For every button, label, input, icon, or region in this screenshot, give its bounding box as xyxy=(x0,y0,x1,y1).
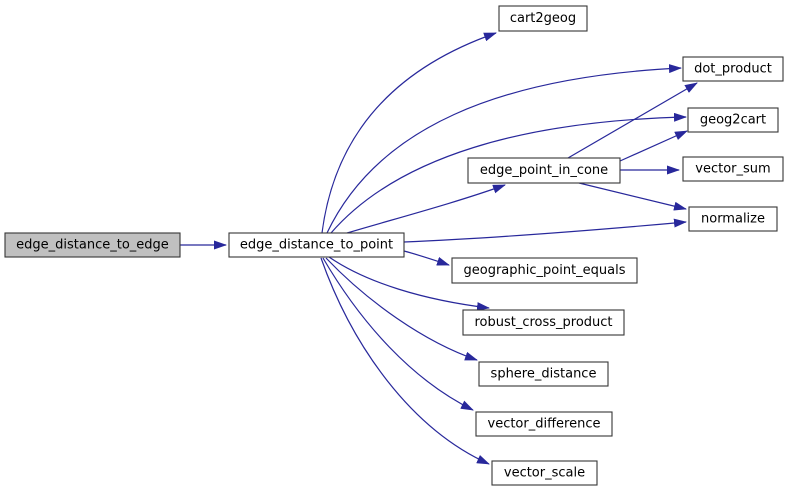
node-label: edge_distance_to_point xyxy=(240,238,393,253)
node-label: normalize xyxy=(701,212,765,227)
node-label: vector_scale xyxy=(504,466,585,481)
node-label: vector_sum xyxy=(695,162,770,177)
node-box xyxy=(682,56,784,82)
node-robust_cross_product[interactable]: robust_cross_product xyxy=(462,309,625,336)
node-vector_difference[interactable]: vector_difference xyxy=(475,411,613,437)
edge-edge_point_in_cone-to-geog2cart xyxy=(619,130,688,162)
node-box xyxy=(475,411,613,437)
edge-edge_distance_to_point-to-robust_cross_product xyxy=(328,256,490,311)
node-box xyxy=(462,309,625,336)
node-box xyxy=(467,157,621,184)
edge-edge_distance_to_point-to-sphere_distance xyxy=(325,257,478,361)
node-normalize[interactable]: normalize xyxy=(688,206,778,232)
node-box xyxy=(228,232,405,258)
node-label: geog2cart xyxy=(700,113,766,128)
node-sphere_distance[interactable]: sphere_distance xyxy=(478,361,609,387)
node-geographic_point_equals[interactable]: geographic_point_equals xyxy=(451,257,638,284)
node-edge_distance_to_edge[interactable]: edge_distance_to_edge xyxy=(4,232,181,258)
node-edge_distance_to_point[interactable]: edge_distance_to_point xyxy=(228,232,405,258)
node-label: edge_distance_to_edge xyxy=(16,238,169,253)
edge-edge_distance_to_point-to-geog2cart xyxy=(330,112,687,234)
node-box xyxy=(478,361,609,387)
nodes-layer: edge_distance_to_edge edge_distance_to_po… xyxy=(4,5,784,486)
edge-edge_point_in_cone-to-normalize xyxy=(578,182,687,211)
edge-edge_distance_to_point-to-geographic_point_equals xyxy=(403,250,450,266)
node-label: dot_product xyxy=(694,62,772,77)
edge-edge_distance_to_point-to-vector_scale xyxy=(320,257,490,465)
node-box xyxy=(4,232,181,258)
edge-edge_distance_to_point-to-edge_point_in_cone xyxy=(346,184,506,234)
node-box xyxy=(687,107,779,133)
node-geog2cart[interactable]: geog2cart xyxy=(687,107,779,133)
node-vector_scale[interactable]: vector_scale xyxy=(491,460,598,486)
edge-edge_distance_to_point-to-normalize xyxy=(403,218,687,243)
node-label: geographic_point_equals xyxy=(463,263,625,278)
node-box xyxy=(682,156,784,182)
node-dot_product[interactable]: dot_product xyxy=(682,56,784,82)
node-box xyxy=(688,206,778,232)
node-label: robust_cross_product xyxy=(474,315,612,330)
node-box xyxy=(451,257,638,284)
node-edge_point_in_cone[interactable]: edge_point_in_cone xyxy=(467,157,621,184)
edges-layer xyxy=(180,32,698,465)
node-cart2geog[interactable]: cart2geog xyxy=(498,5,588,32)
node-vector_sum[interactable]: vector_sum xyxy=(682,156,784,182)
node-label: cart2geog xyxy=(510,11,576,26)
node-box xyxy=(491,460,598,486)
edge-edge_distance_to_point-to-vector_difference xyxy=(322,257,474,411)
node-label: sphere_distance xyxy=(491,367,597,382)
node-label: edge_point_in_cone xyxy=(480,163,608,178)
edge-edge_point_in_cone-to-dot_product xyxy=(567,82,698,159)
edge-edge_distance_to_point-to-cart2geog xyxy=(321,32,497,234)
edge-edge_distance_to_point-to-dot_product xyxy=(326,64,682,234)
node-label: vector_difference xyxy=(488,417,601,432)
node-box xyxy=(498,5,588,32)
